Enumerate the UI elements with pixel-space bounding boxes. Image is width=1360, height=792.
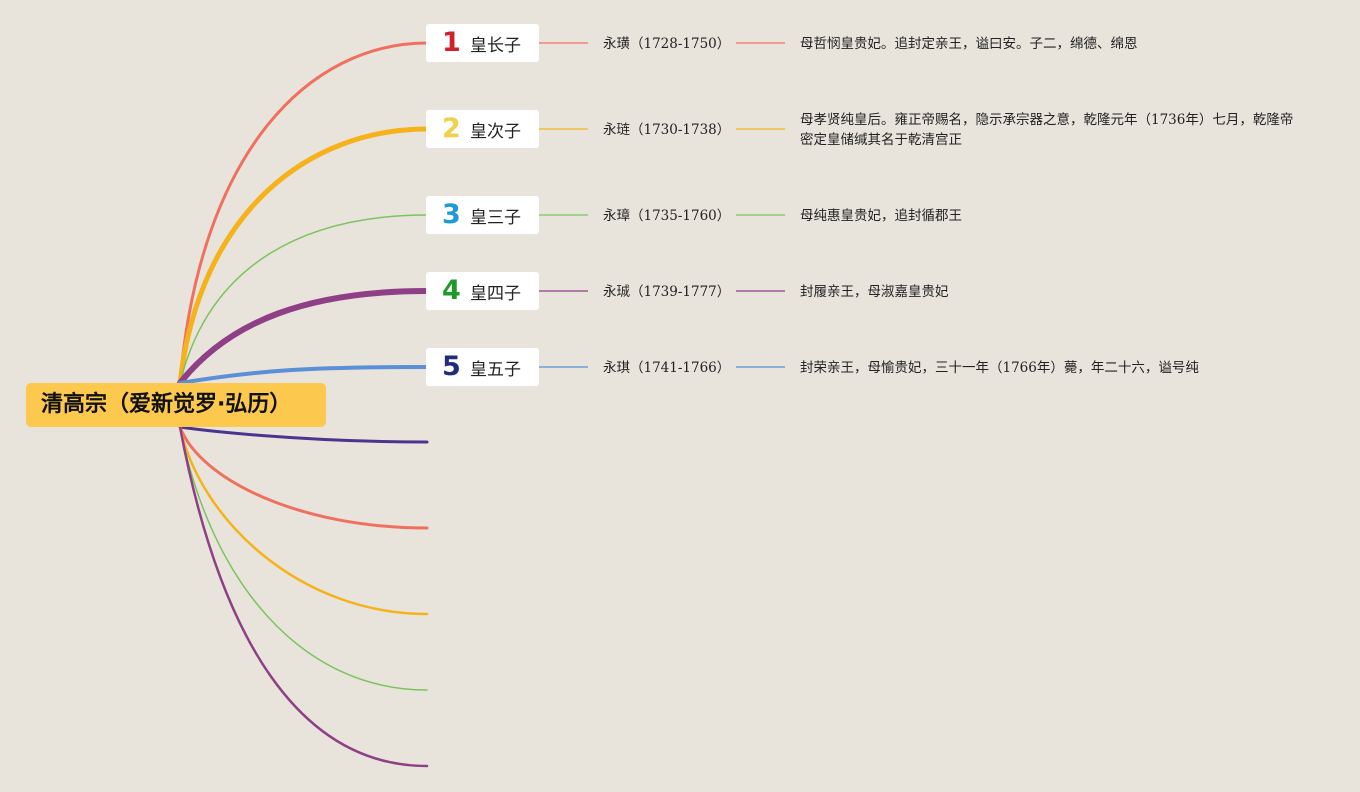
branch-line-lower-3 — [178, 425, 429, 616]
child-3-description: 母纯惠皇贵妃，追封循郡王 — [800, 208, 962, 224]
node-label-4: 皇四子 — [470, 283, 521, 304]
branch-line-lower-1 — [178, 425, 429, 444]
node-label-2: 皇次子 — [470, 121, 521, 142]
root-title: 清高宗（爱新觉罗·弘历） — [41, 392, 292, 417]
node-child-5[interactable]: 5 皇五子 — [426, 348, 539, 386]
child-2-description: 母孝贤纯皇后。雍正帝赐名，隐示承宗器之意，乾隆元年（1736年）七月，乾隆帝密定… — [800, 112, 1294, 148]
child-1-name: 永璜（1728-1750） — [603, 36, 731, 52]
node-child-1[interactable]: 1 皇长子 — [426, 24, 539, 62]
child-2-name: 永琏（1730-1738） — [603, 122, 731, 138]
number-badge-1: 1 — [442, 27, 461, 58]
node-label-5: 皇五子 — [470, 359, 521, 380]
node-child-2[interactable]: 2 皇次子 — [426, 110, 539, 148]
branch-line-lower-2 — [178, 425, 429, 530]
child-5-description: 封荣亲王，母愉贵妃，三十一年（1766年）薨，年二十六，谥号纯 — [800, 360, 1199, 376]
child-1-description: 母哲悯皇贵妃。追封定亲王，谥曰安。子二，绵德、绵恩 — [800, 36, 1138, 52]
number-badge-4: 4 — [442, 275, 461, 306]
node-child-4[interactable]: 4 皇四子 — [426, 272, 539, 310]
node-label-3: 皇三子 — [470, 207, 521, 228]
child-5-name: 永琪（1741-1766） — [603, 360, 731, 376]
number-badge-3: 3 — [442, 199, 461, 230]
branch-line-3 — [179, 214, 428, 384]
child-3-name: 永璋（1735-1760） — [603, 208, 731, 224]
branch-line-lower-4 — [179, 426, 428, 691]
root-node[interactable]: 清高宗（爱新觉罗·弘历） — [26, 383, 326, 427]
child-4-description: 封履亲王，母淑嘉皇贵妃 — [800, 284, 949, 300]
branch-line-4 — [177, 288, 430, 386]
number-badge-2: 2 — [442, 113, 461, 144]
child-4-name: 永珹（1739-1777） — [603, 284, 731, 300]
branch-line-lower-5 — [178, 425, 429, 768]
node-child-3[interactable]: 3 皇三子 — [426, 196, 539, 234]
node-label-1: 皇长子 — [470, 35, 521, 56]
branch-line-2 — [177, 126, 430, 386]
branch-line-1 — [178, 41, 429, 385]
branch-line-5 — [178, 365, 429, 385]
number-badge-5: 5 — [442, 351, 461, 382]
